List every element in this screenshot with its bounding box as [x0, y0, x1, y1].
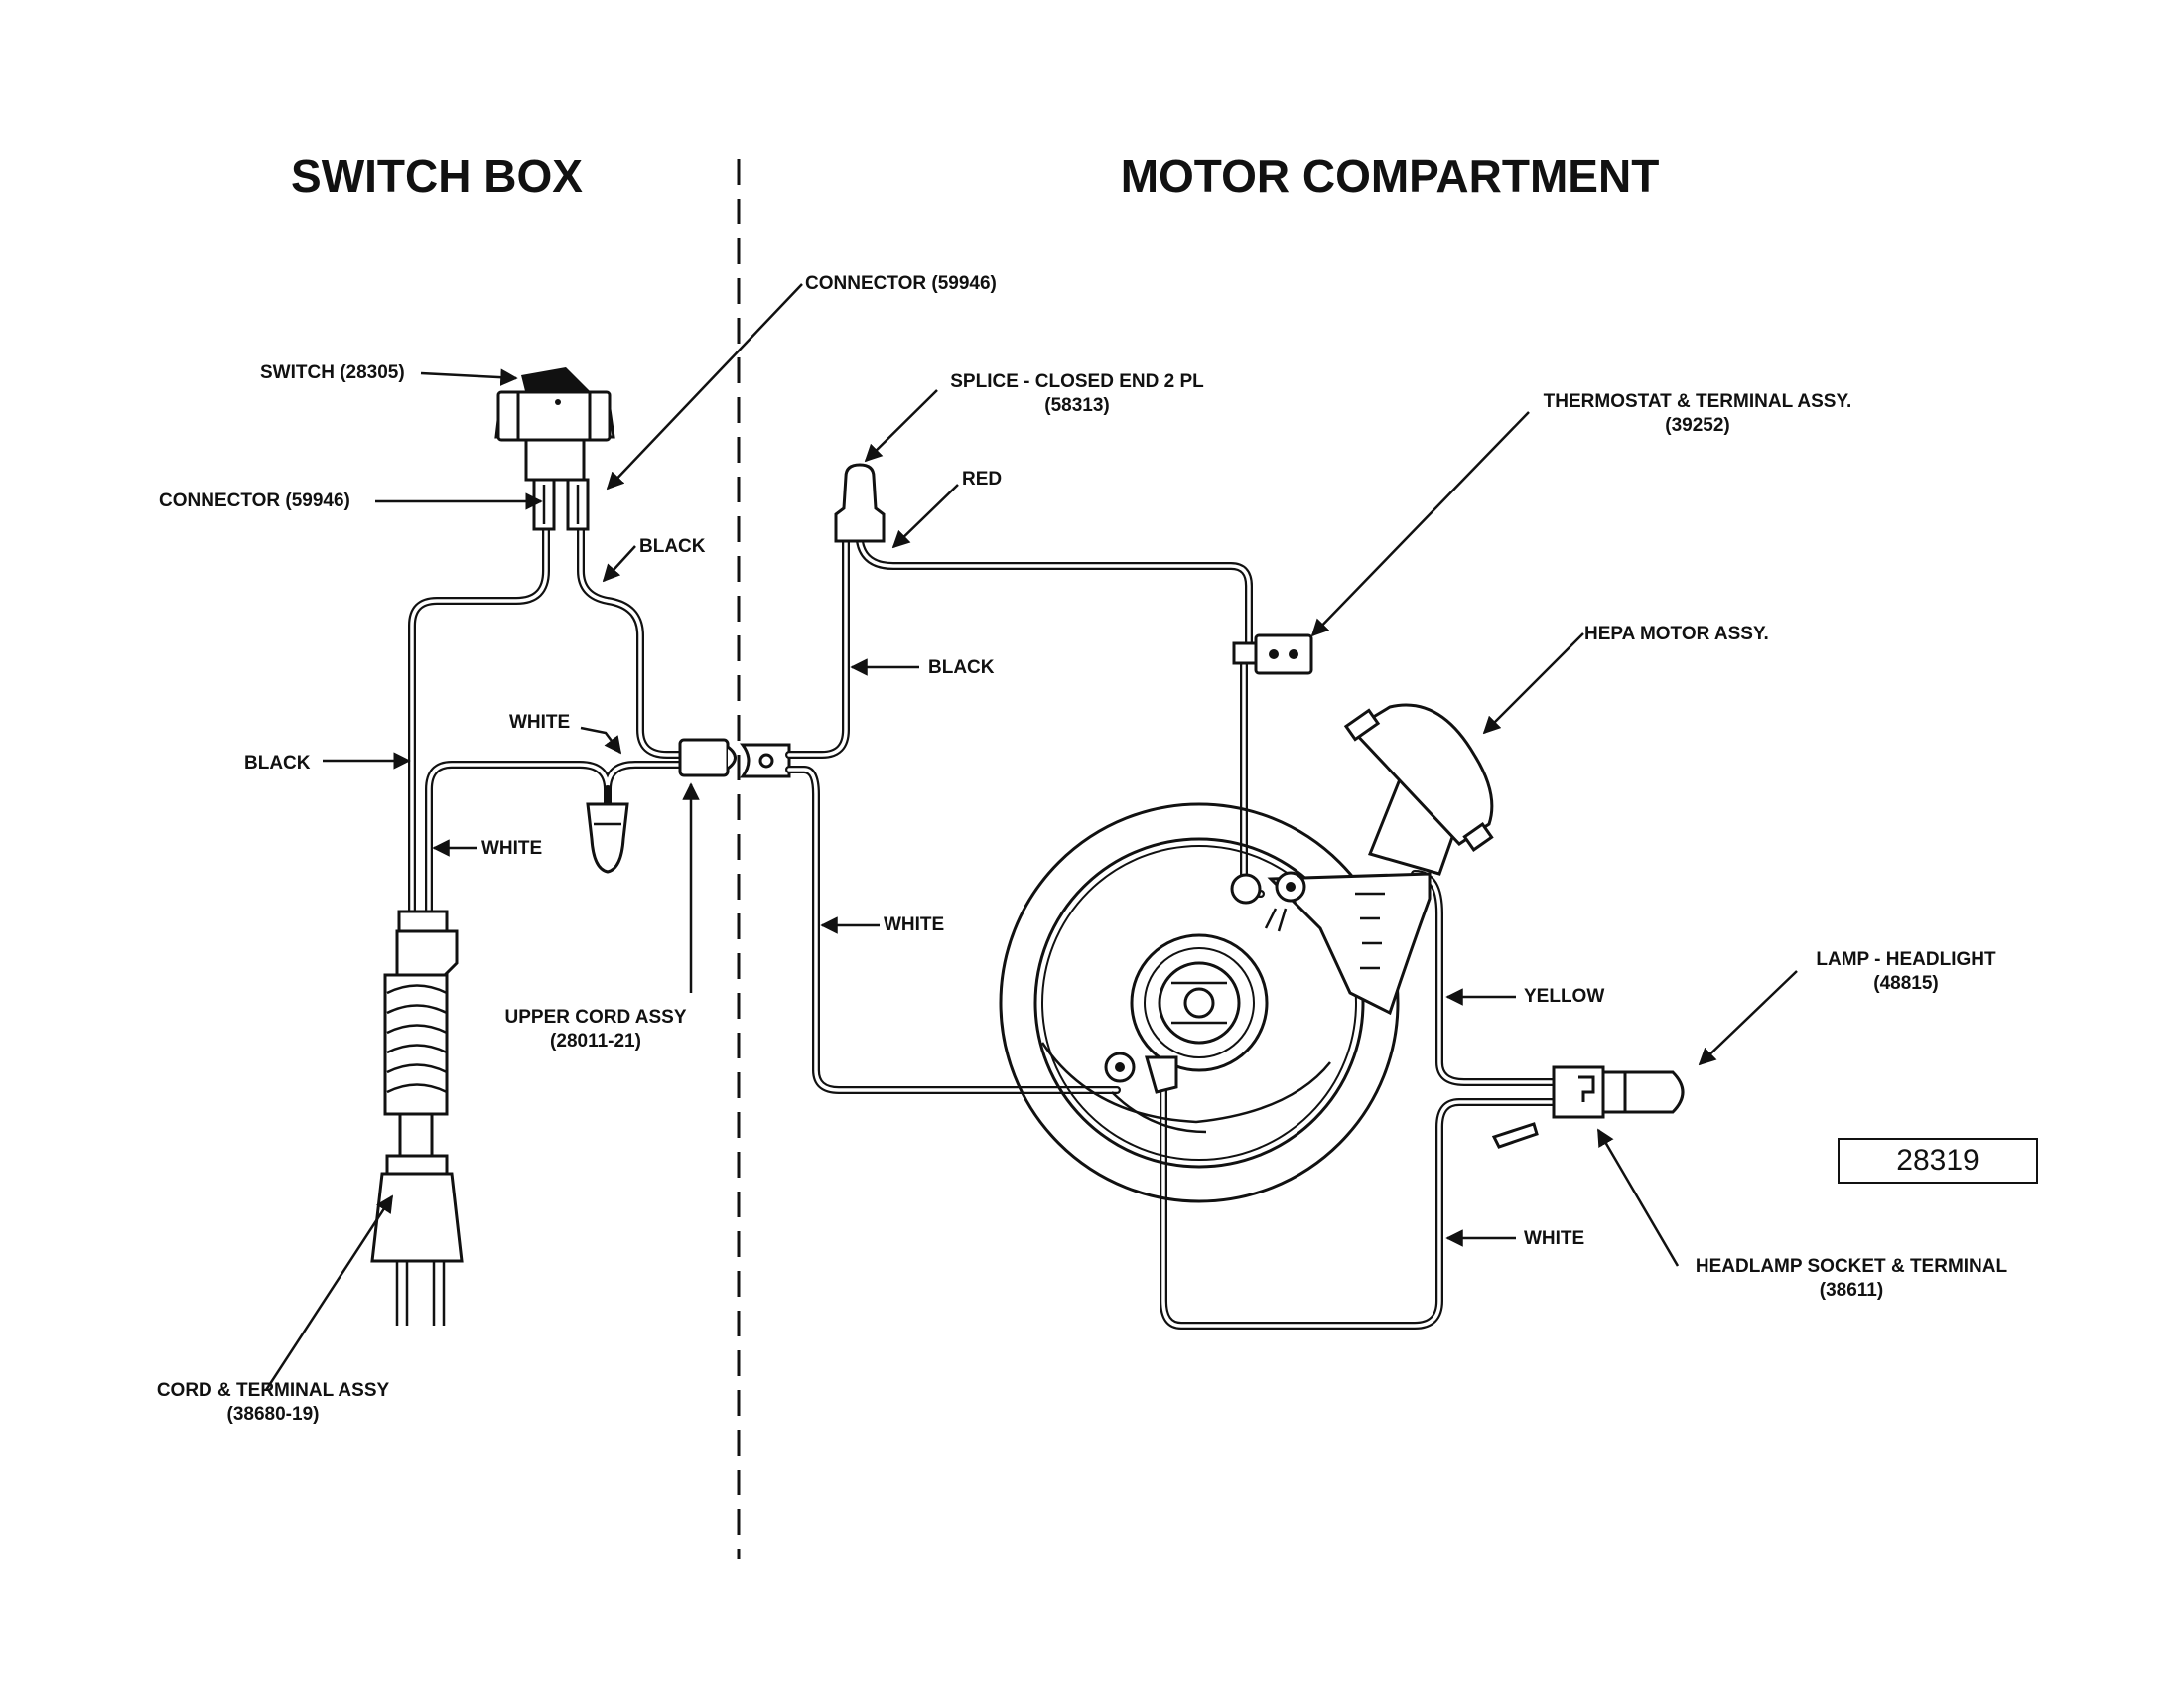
- upper-cord-label-1: UPPER CORD ASSY: [504, 1007, 687, 1028]
- upper-cord-label-2: (28011-21): [550, 1031, 641, 1052]
- thermostat-label-2: (39252): [1665, 415, 1730, 436]
- leader-arrows: [264, 283, 1798, 1391]
- headlamp-part: [1491, 1065, 1685, 1149]
- white-left-label: WHITE: [481, 838, 543, 859]
- cord-terminal-label-1: CORD & TERMINAL ASSY: [156, 1380, 390, 1401]
- connector-label-top: CONNECTOR (59946): [805, 273, 997, 294]
- lamp-label-1: LAMP - HEADLIGHT: [1816, 949, 1996, 970]
- switch-part: [494, 367, 615, 531]
- splice-part: [834, 463, 886, 543]
- hepa-motor-label: HEPA MOTOR ASSY.: [1584, 624, 1769, 644]
- thermostat-label-1: THERMOSTAT & TERMINAL ASSY.: [1543, 391, 1852, 412]
- white-switch-label: WHITE: [509, 712, 571, 733]
- switch-label: SWITCH (28305): [260, 362, 405, 383]
- black-upper-label: BLACK: [639, 536, 706, 557]
- lamp-label-2: (48815): [1873, 973, 1939, 994]
- white-motor-label: WHITE: [884, 914, 945, 935]
- cord-terminal-part: [370, 910, 464, 1326]
- switch-box-wires: [408, 512, 689, 922]
- black-motor-label: BLACK: [928, 657, 995, 678]
- motor-side-connector-part: [740, 743, 791, 778]
- red-label: RED: [962, 469, 1003, 490]
- headlamp-label-2: (38611): [1819, 1280, 1884, 1301]
- motor-part: [999, 703, 1494, 1203]
- splice-label-1: SPLICE - CLOSED END 2 PL: [950, 371, 1204, 392]
- switch-box-header: SWITCH BOX: [291, 150, 583, 202]
- black-left-label: BLACK: [244, 753, 311, 773]
- upper-cord-connector-part: [678, 738, 737, 777]
- cord-terminal-label-2: (38680-19): [226, 1404, 320, 1425]
- headlamp-label-1: HEADLAMP SOCKET & TERMINAL: [1695, 1256, 2008, 1277]
- splice-label-2: (58313): [1044, 395, 1110, 416]
- white-bottom-label: WHITE: [1524, 1228, 1585, 1249]
- motor-wires: [785, 537, 1563, 1330]
- diagram-number-box: 28319: [1838, 1138, 2038, 1184]
- connector-label-left: CONNECTOR (59946): [159, 491, 350, 511]
- thermostat-part: [1232, 633, 1313, 675]
- yellow-label: YELLOW: [1524, 986, 1605, 1007]
- wire-nut-part: [586, 802, 629, 874]
- motor-compartment-header: MOTOR COMPARTMENT: [1120, 150, 1660, 202]
